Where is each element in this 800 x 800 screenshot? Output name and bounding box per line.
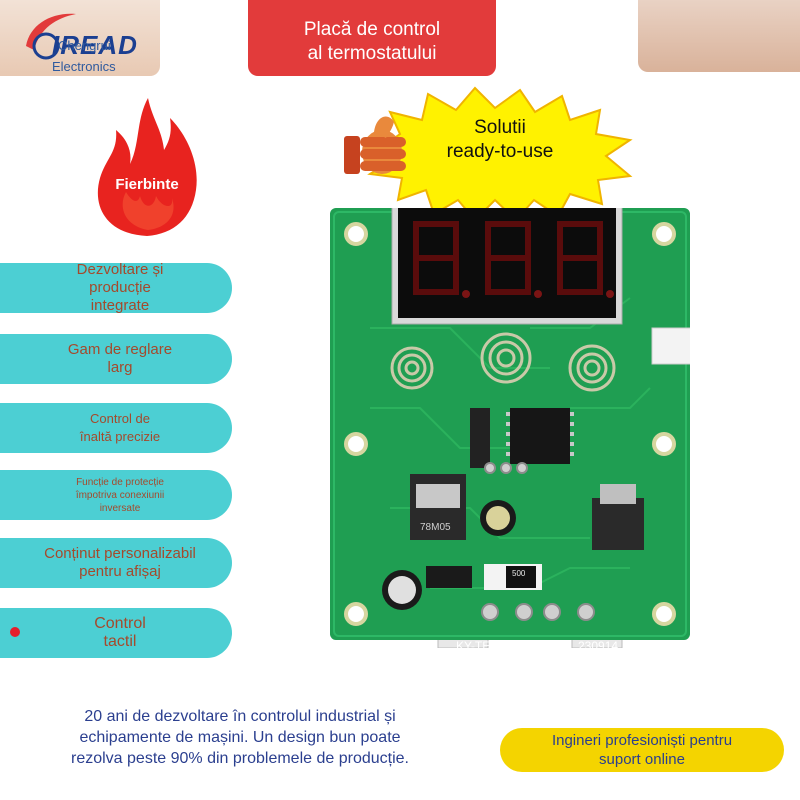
feature-text: larg (107, 359, 133, 376)
red-dot-icon (10, 627, 20, 637)
feature-text: înaltă precizie (79, 429, 161, 444)
ready-to-use-badge: Solutii ready-to-use (430, 116, 570, 164)
regulator-label: 78M05 (420, 522, 451, 533)
page-title-line2: al termostatului (307, 43, 437, 64)
support-line2: suport online (599, 751, 685, 768)
thumbs-up-icon (344, 116, 406, 174)
feature-custom-display: Conținut personalizabil pentru afișaj (0, 538, 232, 588)
feature-text: Conținut personalizabil (44, 545, 196, 562)
page-title-line1: Placă de control (303, 19, 441, 40)
feature-text: Control de (90, 411, 150, 426)
logo-swoosh-icon (26, 13, 76, 60)
feature-reverse-protection: Funcție de protecție împotriva conexiuni… (0, 470, 232, 520)
board-model-label: KY-TEMP-V1.6 (456, 639, 537, 648)
feature-text: Dezvoltare și (76, 261, 164, 278)
flame-icon (97, 98, 197, 236)
description-line1: 20 ani de dezvoltare în controlul indust… (84, 708, 396, 725)
page-title: Placă de control al termostatului (248, 0, 496, 76)
feature-touch-control: Control tactil (0, 608, 232, 658)
fuse-label: 500 (512, 569, 526, 578)
pcb-board-image: 78M05 500 KY-TEMP-V1.6 230914 (330, 208, 690, 648)
decor-corner (638, 0, 800, 72)
badge-line1: Solutii (474, 117, 526, 138)
feature-text: inversate (99, 502, 141, 514)
brand-subtitle-line2: Electronics (52, 59, 116, 74)
brand-subtitle-line1: Chengrui (58, 38, 111, 53)
feature-text: Control (94, 615, 146, 632)
starburst-badge (344, 86, 633, 222)
company-description: 20 ani de dezvoltare în controlul indust… (20, 706, 460, 769)
feature-text: integrate (90, 297, 150, 314)
support-badge: Ingineri profesioniști pentru suport onl… (500, 728, 784, 772)
description-line3: rezolva peste 90% din problemele de prod… (71, 750, 409, 767)
hot-label: Fierbinte (115, 176, 179, 193)
feature-text: tactil (103, 633, 137, 650)
board-date-code: 230914 (578, 639, 618, 648)
support-line1: Ingineri profesioniști pentru (551, 732, 733, 749)
feature-high-precision: Control de înaltă precizie (0, 403, 232, 453)
feature-text: Funcție de protecție (76, 476, 164, 488)
feature-text: Gam de reglare (67, 341, 173, 358)
brand-logo: IREAD (52, 30, 138, 60)
description-line2: echipamente de mașini. Un design bun poa… (79, 729, 401, 746)
feature-text: împotriva conexiunii (75, 489, 165, 501)
feature-wide-range: Gam de reglare larg (0, 334, 232, 384)
feature-text: pentru afișaj (79, 563, 161, 580)
logo-panel (0, 0, 160, 76)
feature-integrated-development: Dezvoltare și producție integrate (0, 261, 232, 314)
feature-text: producție (89, 279, 151, 296)
badge-line2: ready-to-use (446, 141, 554, 162)
